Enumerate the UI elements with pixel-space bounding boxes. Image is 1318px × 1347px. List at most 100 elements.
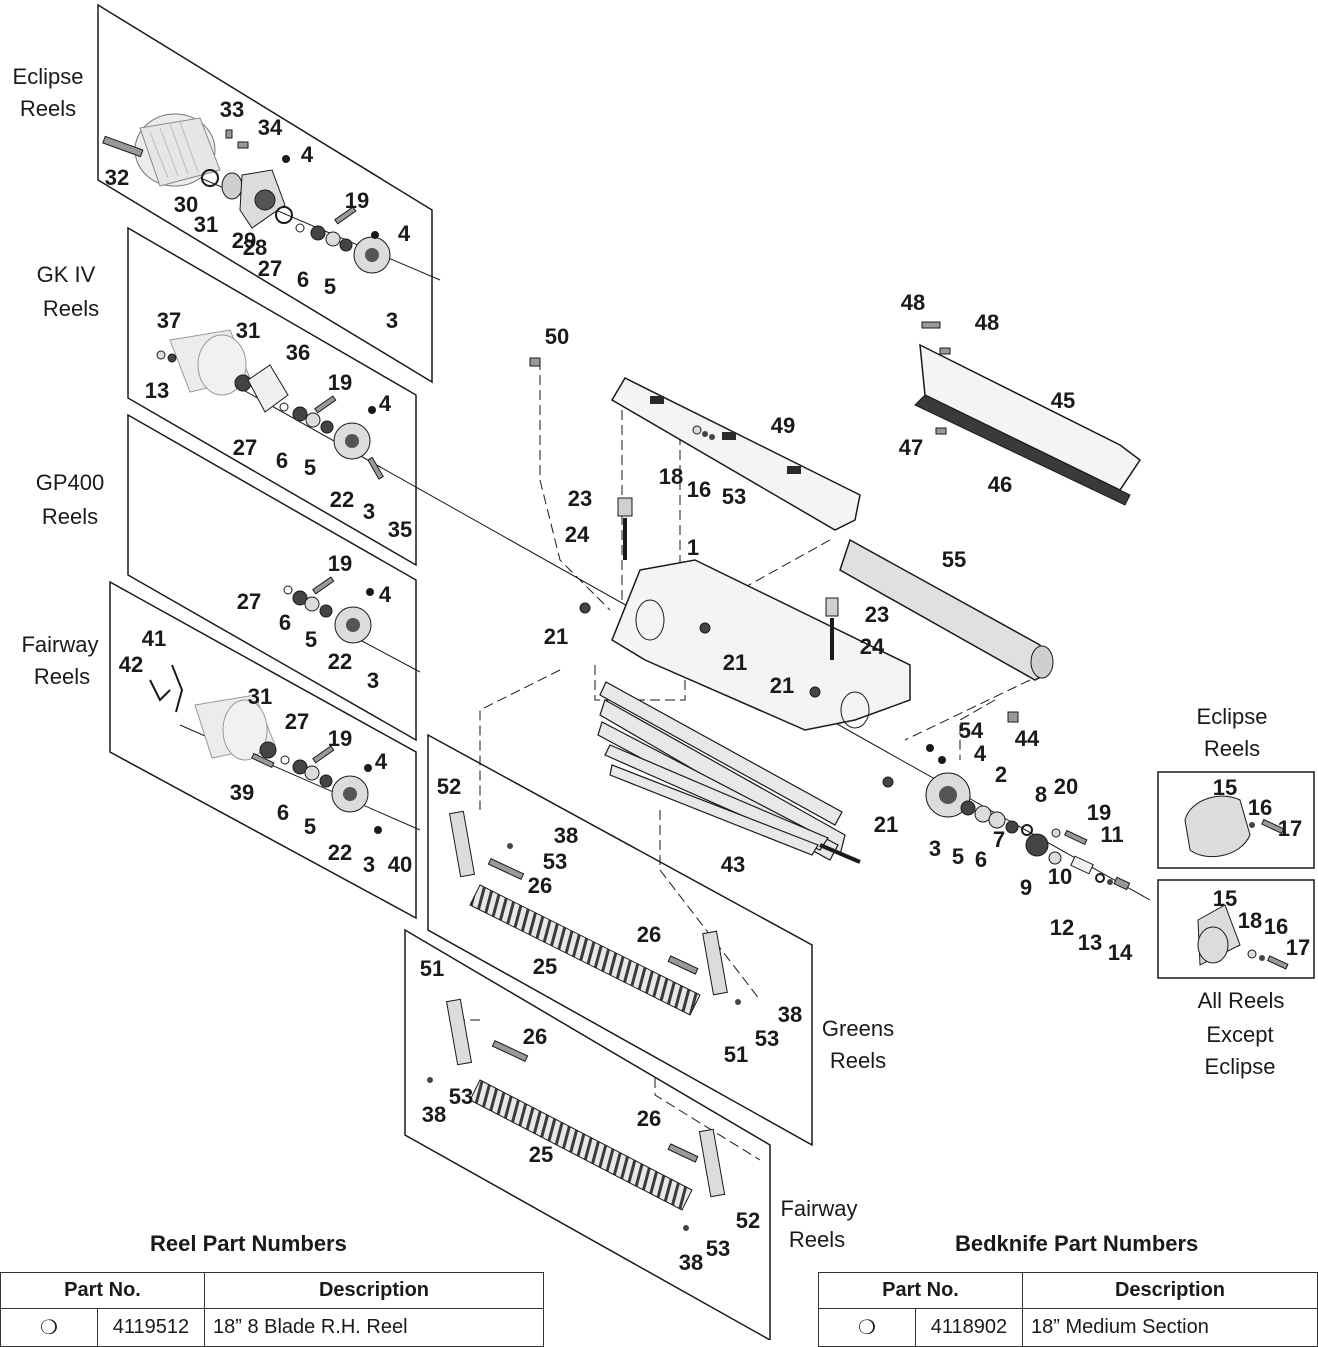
label-eclipse-reels-1: Eclipse (13, 64, 84, 89)
reel-part-number: 4119512 (97, 1308, 205, 1347)
nut-53-greens-a (507, 843, 513, 849)
reel-part-description: 18” 8 Blade R.H. Reel (204, 1308, 544, 1347)
callout: 16 (1264, 914, 1288, 939)
reel-part-table: Part No. Description ❍ 4119512 18” 8 Bla… (0, 1272, 544, 1347)
adjuster-23b (825, 597, 839, 617)
nut-21a (579, 602, 591, 614)
callout: 27 (233, 435, 257, 460)
callout: 6 (975, 847, 987, 872)
nut-4-right (938, 756, 946, 764)
table-row: ❍ 4119512 18” 8 Blade R.H. Reel (0, 1308, 544, 1347)
label-greens-reels-1: Greens (822, 1016, 894, 1041)
bearing-6-gp-a (292, 590, 308, 606)
callout: 54 (959, 718, 984, 743)
callout: 21 (770, 673, 794, 698)
panel-fairway-left (109, 580, 417, 920)
callout: 11 (1100, 822, 1123, 847)
callout: 22 (330, 487, 354, 512)
washer-13-gk (167, 353, 177, 363)
reel-43 (597, 681, 861, 864)
label-gk-iv-reels-1: GK IV (37, 262, 96, 287)
plug-34 (237, 141, 249, 149)
callout: 35 (388, 517, 412, 542)
oring-30 (201, 169, 219, 187)
callout: 26 (523, 1024, 547, 1049)
bearing-6-gk-a (292, 406, 308, 422)
callout: 24 (565, 522, 590, 547)
callout: 5 (304, 814, 316, 839)
label-inset-eclipse-reels-2: Reels (1204, 736, 1260, 761)
bearing-6-right-b (988, 811, 1006, 829)
frame-1 (611, 559, 911, 731)
leader-50 (539, 360, 611, 611)
screw-48b (939, 347, 951, 355)
bracket-51-fairway (445, 998, 473, 1066)
label-gk-iv-reels-2: Reels (43, 296, 99, 321)
shield-49-mark-b (722, 432, 736, 440)
eclipse-motor (134, 113, 221, 187)
nut-21d (882, 776, 894, 788)
leader-55a (739, 539, 831, 591)
callout: 8 (1035, 782, 1047, 807)
callout: 38 (679, 1250, 703, 1275)
washer-27 (295, 223, 305, 233)
bearing-6b (325, 231, 341, 247)
label-inset-all-reels-3: Eclipse (1205, 1054, 1276, 1079)
callout: 27 (258, 256, 282, 281)
callout: 22 (328, 649, 352, 674)
table-row: ❍ 4118902 18” Medium Section (818, 1308, 1318, 1347)
callout: 27 (285, 709, 309, 734)
callout: 52 (437, 774, 461, 799)
bearing-6a (310, 225, 326, 241)
callout: 13 (145, 378, 169, 403)
screw-47 (935, 427, 947, 435)
bearing-housing-3-gp-hub (346, 618, 360, 632)
housing-29-hub (254, 189, 276, 211)
callout: 41 (142, 626, 166, 651)
nut-53-greens-b (735, 999, 741, 1005)
label-fairway-reels-bottom-2: Reels (789, 1227, 845, 1252)
bearing-6-gk-b (305, 412, 321, 428)
washer-20 (1051, 828, 1061, 838)
callout: 34 (258, 115, 283, 140)
callout: 53 (722, 484, 746, 509)
washer-12 (1095, 873, 1105, 883)
callout: 4 (398, 221, 411, 246)
row-marker-circle: ❍ (0, 1308, 98, 1347)
callout: 53 (449, 1084, 473, 1109)
nut-53-fairway-a (427, 1077, 433, 1083)
callout: 6 (277, 800, 289, 825)
panel-greens (427, 733, 813, 1147)
oring-28 (275, 206, 293, 224)
label-gp400-reels-2: Reels (42, 504, 98, 529)
bracket-52-fairway (698, 1128, 726, 1198)
adjuster-23a (617, 497, 633, 517)
callout: 55 (942, 547, 966, 572)
bearing-housing-3-gk-hub (345, 434, 359, 448)
callout: 53 (543, 849, 567, 874)
bedbar-45 (919, 343, 1142, 491)
callout: 30 (174, 192, 198, 217)
label-gp400-reels-1: GP400 (36, 470, 105, 495)
seal-5-fw (319, 774, 333, 788)
coupler-31 (221, 172, 243, 200)
callout: 53 (706, 1236, 730, 1261)
plug-40 (374, 826, 382, 834)
coupler-31-gk (234, 374, 252, 392)
callout: 45 (1051, 388, 1075, 413)
callout: 40 (388, 852, 412, 877)
callout: 38 (554, 823, 578, 848)
callout: 20 (1054, 774, 1078, 799)
callout: 48 (901, 290, 925, 315)
screw-19-gp (312, 576, 335, 595)
bolt-26-greens-b (667, 955, 699, 975)
washer-16-inset (1259, 955, 1265, 961)
bolt-26-greens-a (487, 858, 525, 880)
callout: 21 (723, 650, 747, 675)
reel-table-title: Reel Part Numbers (150, 1231, 347, 1256)
seal-5-gk (320, 420, 334, 434)
callout: 26 (528, 873, 552, 898)
callout: 5 (324, 274, 336, 299)
callout: 52 (736, 1208, 760, 1233)
callout: 6 (297, 267, 309, 292)
